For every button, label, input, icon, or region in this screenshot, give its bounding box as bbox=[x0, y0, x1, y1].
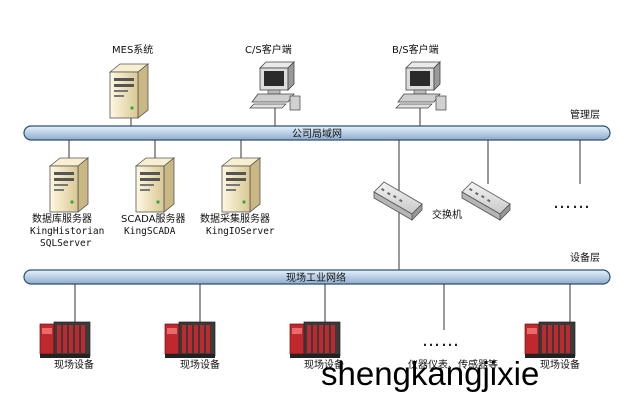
cs-client-pc-icon bbox=[249, 61, 301, 111]
switch-icon-1 bbox=[373, 181, 423, 221]
scada-server-icon bbox=[135, 157, 175, 213]
device2-label: 现场设备 bbox=[180, 358, 220, 371]
collect-server-software: KingIOServer bbox=[206, 226, 275, 237]
ellipsis-right: …… bbox=[553, 192, 591, 213]
device3-label: 现场设备 bbox=[304, 358, 344, 371]
bs-client-pc-icon bbox=[395, 61, 447, 111]
db-server-icon bbox=[49, 157, 89, 213]
plc-device-icon-3 bbox=[289, 321, 341, 359]
switch-icon-2 bbox=[461, 181, 511, 221]
db-server-db: SQLServer bbox=[40, 238, 92, 249]
layer-label-device: 设备层 bbox=[570, 251, 600, 264]
mes-server-icon bbox=[109, 63, 149, 119]
device5-label: 现场设备 bbox=[540, 358, 580, 371]
bs-client-label: B/S客户端 bbox=[392, 43, 439, 56]
mes-system-label: MES系统 bbox=[112, 43, 153, 56]
collect-server-icon bbox=[221, 157, 261, 213]
fieldbus-label: 现场工业网络 bbox=[286, 271, 346, 284]
device1-label: 现场设备 bbox=[54, 358, 94, 371]
cs-client-label: C/S客户端 bbox=[245, 43, 292, 56]
fieldbus bbox=[23, 269, 611, 285]
layer-label-management: 管理层 bbox=[570, 108, 600, 121]
scada-server-label: SCADA服务器 bbox=[121, 212, 186, 225]
collect-server-label: 数据采集服务器 bbox=[200, 212, 270, 225]
db-server-label: 数据库服务器 bbox=[32, 212, 92, 225]
company-lan-label: 公司局域网 bbox=[292, 127, 342, 140]
company-lan-bus bbox=[23, 125, 611, 141]
plc-device-icon-1 bbox=[39, 321, 91, 359]
ellipsis-devices: …… bbox=[422, 330, 460, 351]
device4-label: 仪器仪表、传感器等 bbox=[408, 358, 498, 371]
db-server-software: KingHistorian bbox=[30, 226, 104, 237]
watermark-text: shengkangjixie bbox=[321, 355, 539, 392]
switch-label: 交换机 bbox=[432, 208, 462, 221]
plc-device-icon-2 bbox=[164, 321, 216, 359]
scada-server-software: KingSCADA bbox=[124, 226, 176, 237]
plc-device-icon-5 bbox=[524, 321, 576, 359]
